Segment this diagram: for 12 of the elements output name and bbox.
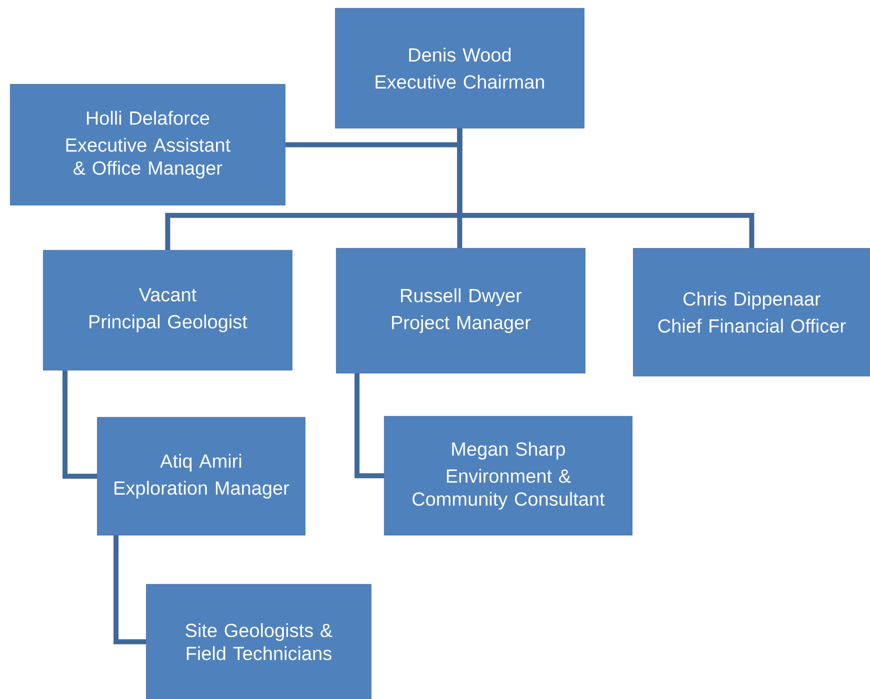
person-box: Denis Wood Executive Chairman: [335, 8, 584, 128]
person-box: Site Geologists & Field Technicians: [146, 584, 372, 699]
person-box: Holli Delaforce Executive Assistant & Office Manager: [10, 84, 286, 206]
connector-line: [114, 535, 146, 644]
person-box: Vacant Principal Geologist: [43, 250, 292, 370]
connector-line: [354, 373, 384, 478]
person-box: Russell Dwyer Project Manager: [336, 248, 586, 374]
connector-line: [62, 370, 97, 479]
person-box: Megan Sharp Environment & Community Consultant: [384, 416, 632, 536]
person-box: Chris Dippenaar Chief Financial Officer: [633, 248, 870, 376]
person-box: Atiq Amiri Exploration Manager: [97, 417, 306, 536]
connector-line: [457, 128, 754, 248]
